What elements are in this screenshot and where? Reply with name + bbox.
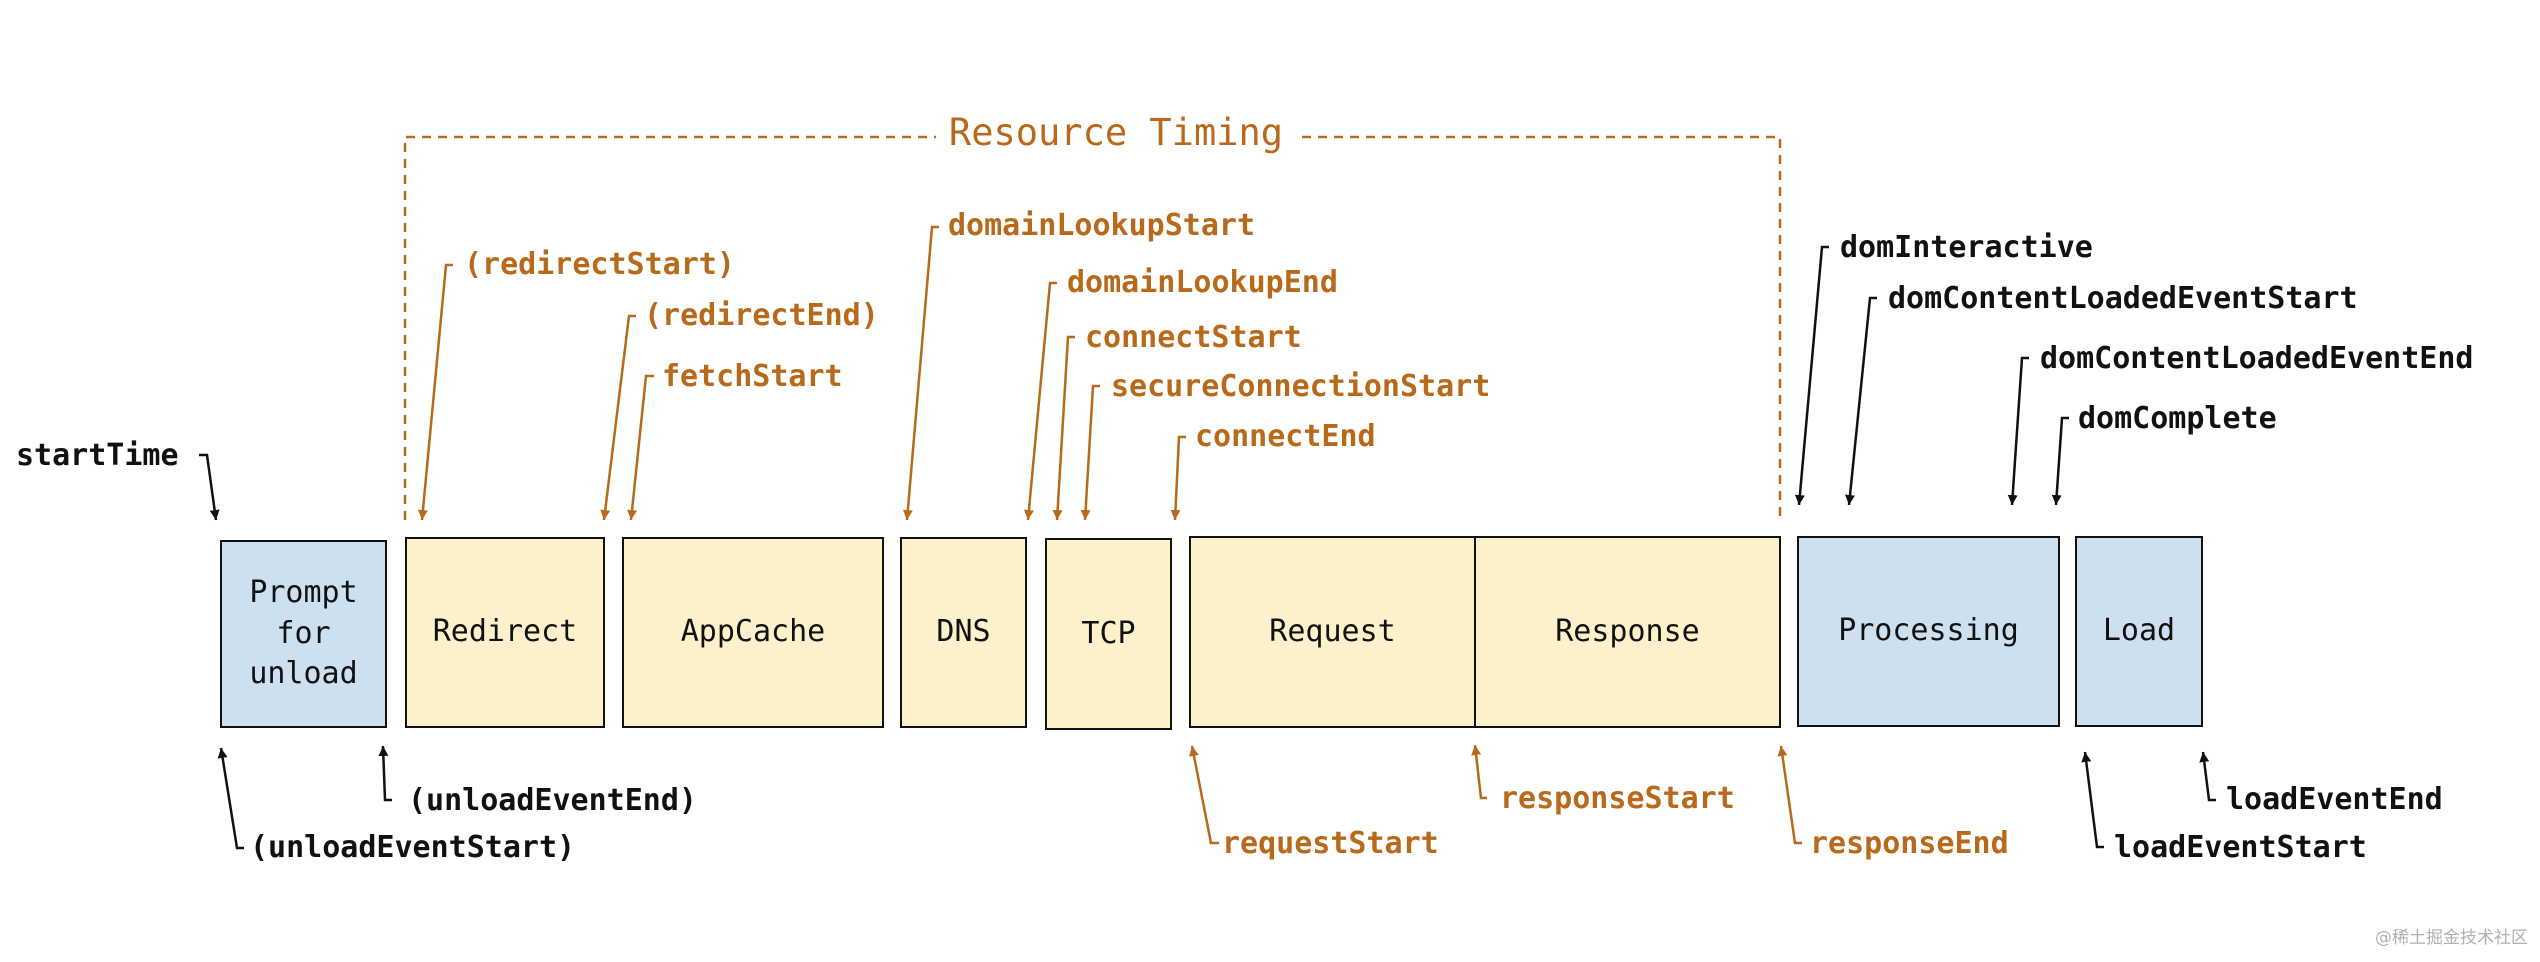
- label-startTime: startTime: [16, 438, 179, 473]
- domInteractive-arrow: [1794, 245, 1829, 506]
- label-responseStart: responseStart: [1500, 781, 1735, 816]
- domContentLoadedEventStart-arrow: [1845, 296, 1877, 506]
- label-domComplete: domComplete: [2078, 401, 2277, 436]
- connectStart-arrow: [1052, 335, 1075, 521]
- domComplete-arrow: [2051, 416, 2069, 506]
- box-tcp: TCP: [1045, 538, 1172, 730]
- redirectEnd-arrow: [600, 314, 636, 521]
- box-redirect: Redirect: [405, 537, 605, 728]
- label-domContentLoadedEventStart: domContentLoadedEventStart: [1888, 281, 2358, 316]
- label-loadEventEnd: loadEventEnd: [2226, 782, 2443, 817]
- startTime-arrow: [199, 453, 220, 521]
- box-prompt-for-unload: Prompt for unload: [220, 540, 387, 728]
- label-fetchStart: fetchStart: [662, 359, 843, 394]
- box-load: Load: [2075, 536, 2203, 727]
- box-prompt-line-3: unload: [249, 656, 358, 692]
- requestStart-arrow: [1189, 745, 1219, 845]
- box-prompt-line-1: Prompt: [249, 575, 358, 611]
- watermark: @稀土掘金技术社区: [2375, 928, 2528, 948]
- secureConnectionStart-arrow: [1080, 384, 1100, 521]
- label-connectEnd: connectEnd: [1195, 419, 1376, 454]
- unloadEventEnd-arrow: [378, 745, 392, 802]
- unloadEventStart-arrow: [217, 747, 244, 850]
- box-request: Request: [1189, 536, 1476, 728]
- label-domainLookupEnd: domainLookupEnd: [1067, 265, 1338, 300]
- box-dns: DNS: [900, 537, 1027, 728]
- label-unloadEventEnd: (unloadEventEnd): [408, 783, 697, 818]
- label-redirectEnd: (redirectEnd): [644, 298, 879, 333]
- responseEnd-arrow: [1777, 745, 1802, 845]
- box-appcache: AppCache: [622, 537, 884, 728]
- label-requestStart: requestStart: [1222, 826, 1439, 861]
- domContentLoadedEventEnd-arrow: [2007, 356, 2029, 506]
- label-secureConnectionStart: secureConnectionStart: [1111, 369, 1491, 404]
- box-response: Response: [1474, 536, 1781, 728]
- label-domainLookupStart: domainLookupStart: [948, 208, 1256, 243]
- label-redirectStart: (redirectStart): [464, 247, 735, 282]
- label-responseEnd: responseEnd: [1810, 826, 2009, 861]
- label-domContentLoadedEventEnd: domContentLoadedEventEnd: [2040, 341, 2474, 376]
- label-loadEventStart: loadEventStart: [2114, 830, 2367, 865]
- loadEventEnd-arrow: [2199, 751, 2216, 802]
- connectEnd-arrow: [1170, 435, 1186, 521]
- loadEventStart-arrow: [2081, 751, 2104, 849]
- label-connectStart: connectStart: [1085, 320, 1302, 355]
- resource-timing-title: Resource Timing: [936, 114, 1296, 151]
- box-processing: Processing: [1797, 536, 2060, 727]
- domainLookupEnd-arrow: [1023, 281, 1057, 521]
- fetchStart-arrow: [627, 374, 654, 521]
- redirectStart-arrow: [417, 263, 453, 521]
- responseStart-arrow: [1471, 744, 1487, 800]
- label-unloadEventStart: (unloadEventStart): [250, 830, 576, 865]
- domainLookupStart-arrow: [902, 225, 939, 521]
- label-domInteractive: domInteractive: [1840, 230, 2093, 265]
- box-prompt-line-2: for: [276, 615, 331, 651]
